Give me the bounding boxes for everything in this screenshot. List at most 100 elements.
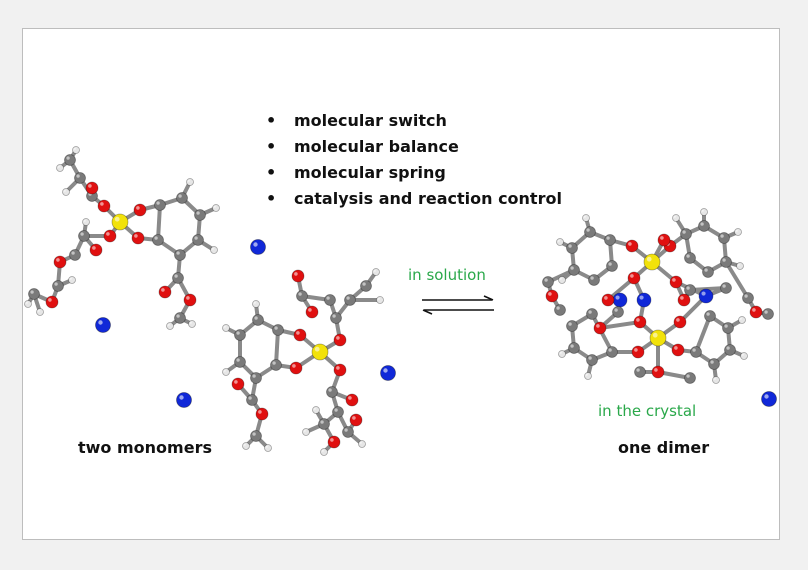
hydrogen-atom (376, 296, 384, 304)
one-dimer-caption: one dimer (618, 438, 710, 457)
oxygen-atom (749, 305, 763, 319)
dimer (542, 208, 774, 384)
atom-highlight (660, 236, 664, 240)
carbon-atom (272, 324, 284, 336)
atom-highlight (161, 288, 165, 292)
hydrogen-atom (558, 276, 566, 284)
atom-highlight (134, 234, 138, 238)
atom-highlight (737, 263, 740, 266)
atom-highlight (252, 374, 256, 378)
carbon-atom (708, 358, 720, 370)
atom-highlight (154, 236, 158, 240)
hydrogen-atom (734, 228, 742, 236)
hydrogen-atom (740, 352, 748, 360)
atom-highlight (100, 202, 104, 206)
atom-highlight (630, 274, 634, 278)
carbon-atom (234, 356, 246, 368)
reverse-arrowhead (422, 309, 433, 315)
atom-highlight (701, 209, 704, 212)
atom-highlight (739, 317, 742, 320)
carbon-atom (606, 346, 618, 358)
oxygen-atom (601, 293, 615, 307)
atom-highlight (253, 301, 256, 304)
hydrogen-atom (736, 262, 744, 270)
atom-highlight (308, 308, 312, 312)
bond (724, 260, 750, 300)
carbon-atom (360, 280, 372, 292)
oxygen-atom (97, 199, 111, 213)
hydrogen-atom (222, 324, 230, 332)
atom-highlight (639, 295, 644, 300)
atom-highlight (726, 346, 730, 350)
atom-highlight (559, 351, 562, 354)
atom-highlight (615, 295, 620, 300)
atom-highlight (196, 211, 200, 215)
atom-highlight (66, 156, 70, 160)
cation-atom (698, 288, 714, 304)
atom-highlight (223, 325, 226, 328)
atom-highlight (706, 312, 710, 316)
atom-highlight (735, 229, 738, 232)
carbon-atom (742, 292, 754, 304)
atom-highlight (744, 294, 748, 298)
atom-highlight (176, 251, 180, 255)
hydrogen-atom (166, 322, 174, 330)
oxygen-atom (349, 413, 363, 427)
cation-sphere (250, 239, 266, 255)
atom-highlight (568, 322, 572, 326)
oxygen-atom (103, 229, 117, 243)
atom-highlight (383, 368, 388, 373)
oxygen-atom (45, 295, 59, 309)
atom-highlight (676, 318, 680, 322)
in-crystal-label: in the crystal (598, 402, 697, 420)
carbon-atom (250, 430, 262, 442)
atom-highlight (330, 438, 334, 442)
atom-highlight (328, 388, 332, 392)
atom-highlight (377, 297, 380, 300)
atom-highlight (686, 374, 690, 378)
carbon-atom (330, 312, 342, 324)
atom-highlight (253, 242, 258, 247)
carbon-atom (542, 276, 554, 288)
oxygen-atom (677, 293, 691, 307)
monomer-2 (222, 268, 384, 456)
carbon-atom (154, 199, 166, 211)
atom-highlight (606, 236, 610, 240)
atom-highlight (373, 269, 376, 272)
carbon-atom (680, 228, 692, 240)
oxygen-atom (255, 407, 269, 421)
atom-highlight (179, 395, 184, 400)
atom-highlight (570, 266, 574, 270)
bullet-list: molecular switch molecular balance molec… (266, 108, 562, 212)
atom-highlight (362, 282, 366, 286)
oxygen-atom (669, 275, 683, 289)
carbon-atom (724, 344, 736, 356)
atom-highlight (223, 369, 226, 372)
atom-highlight (298, 292, 302, 296)
atom-highlight (334, 408, 338, 412)
atom-highlight (710, 360, 714, 364)
carbon-atom (192, 234, 204, 246)
atom-highlight (272, 361, 276, 365)
atom-highlight (557, 239, 560, 242)
carbon-atom (332, 406, 344, 418)
bond (694, 314, 712, 354)
atom-highlight (54, 282, 58, 286)
atom-highlight (336, 336, 340, 340)
atom-highlight (178, 194, 182, 198)
atom-highlight (588, 356, 592, 360)
carbon-atom (718, 232, 730, 244)
carbon-atom (172, 272, 184, 284)
atom-highlight (654, 368, 658, 372)
hydrogen-atom (712, 376, 720, 384)
atom-highlight (25, 301, 28, 304)
cation-sphere (380, 365, 396, 381)
carbon-atom (722, 322, 734, 334)
carbon-atom (324, 294, 336, 306)
atom-highlight (71, 251, 75, 255)
atom-highlight (236, 331, 240, 335)
carbon-atom (252, 314, 264, 326)
cation-atom (612, 292, 628, 308)
hydrogen-atom (558, 350, 566, 358)
cation-sphere (761, 391, 777, 407)
